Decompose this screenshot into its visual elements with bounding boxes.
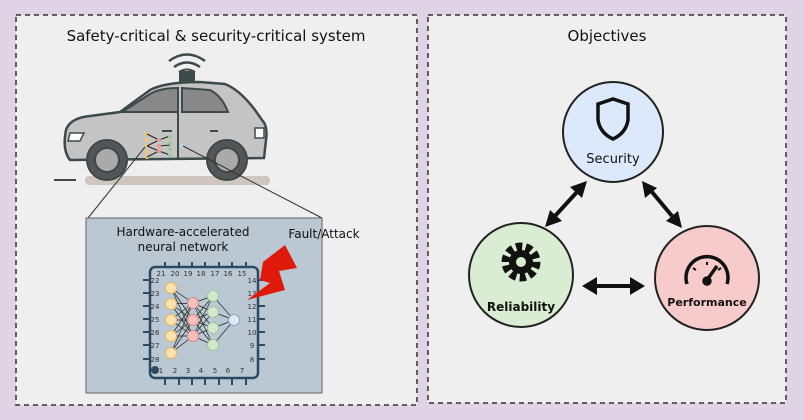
left-panel-title: Safety-critical & security-critical syst… — [67, 27, 366, 45]
gear-icon — [501, 242, 541, 282]
pin-one-marker — [151, 366, 159, 374]
pin-label: 8 — [250, 356, 254, 364]
nn-edge — [170, 302, 194, 337]
right-panel-title: Objectives — [568, 27, 647, 45]
nn-edge — [170, 287, 194, 321]
mini-neural-network-icon — [145, 132, 184, 159]
lightning-bolt-icon — [247, 245, 297, 300]
pin-label: 16 — [224, 270, 233, 278]
pin-label: 14 — [248, 277, 257, 285]
nn-edge — [170, 319, 194, 354]
zoom-line-left — [87, 146, 146, 219]
pin-label: 19 — [184, 270, 193, 278]
pin-label: 2 — [173, 367, 177, 375]
zoom-line-right — [182, 145, 323, 219]
inset-title-line1: Hardware-accelerated — [117, 225, 250, 239]
pin-label: 18 — [197, 270, 206, 278]
shield-icon — [596, 97, 630, 141]
pin-label: 9 — [250, 342, 254, 350]
nn-edge — [170, 302, 194, 354]
security-label: Security — [586, 152, 640, 167]
arrows — [545, 181, 682, 295]
nn-neuron — [187, 297, 199, 309]
nn-neuron — [165, 298, 177, 310]
pin-label: 26 — [151, 329, 160, 337]
arrow-security-reliability — [545, 181, 587, 227]
nn-neuron — [207, 322, 219, 334]
pin-label: 28 — [151, 356, 160, 364]
performance-node: Performance — [654, 225, 760, 331]
nn-neuron — [165, 347, 177, 359]
nn-neuron — [207, 339, 219, 351]
right-panel — [427, 14, 787, 404]
pin-label: 17 — [211, 270, 220, 278]
pin-label: 11 — [248, 316, 257, 324]
pin-label: 7 — [240, 367, 244, 375]
nn-neuron — [165, 330, 177, 342]
nn-neuron — [207, 306, 219, 318]
arrow-reliability-performance — [582, 277, 645, 295]
pin-label: 27 — [151, 342, 160, 350]
pin-label: 20 — [171, 270, 180, 278]
pin-label: 24 — [151, 303, 160, 311]
security-node: Security — [562, 81, 664, 183]
performance-label: Performance — [667, 296, 746, 309]
pin-label: 21 — [157, 270, 166, 278]
speedometer-icon — [684, 254, 730, 286]
nn-neuron — [207, 290, 219, 302]
reliability-node: Reliability — [468, 222, 574, 328]
pin-label: 15 — [238, 270, 247, 278]
nn-neuron — [165, 282, 177, 294]
pin-label: 3 — [186, 367, 190, 375]
pin-label: 4 — [199, 367, 204, 375]
pin-label: 13 — [248, 290, 257, 298]
pin-label: 12 — [248, 303, 257, 311]
nn-edge — [192, 295, 214, 337]
pin-label: 6 — [226, 367, 231, 375]
inset-title-line2: neural network — [138, 240, 229, 254]
nn-neuron — [165, 314, 177, 326]
pin-label: 1 — [159, 367, 163, 375]
arrow-security-performance — [642, 181, 682, 228]
nn-neuron — [187, 314, 199, 326]
nn-neuron — [228, 314, 240, 326]
reliability-label: Reliability — [487, 300, 555, 314]
pin-label: 10 — [248, 329, 257, 337]
nn-neuron — [187, 330, 199, 342]
pin-label: 23 — [151, 290, 160, 298]
pin-label: 25 — [151, 316, 160, 324]
fault-attack-label: Fault/Attack — [288, 227, 359, 241]
pin-label: 5 — [213, 367, 217, 375]
pin-label: 22 — [151, 277, 160, 285]
